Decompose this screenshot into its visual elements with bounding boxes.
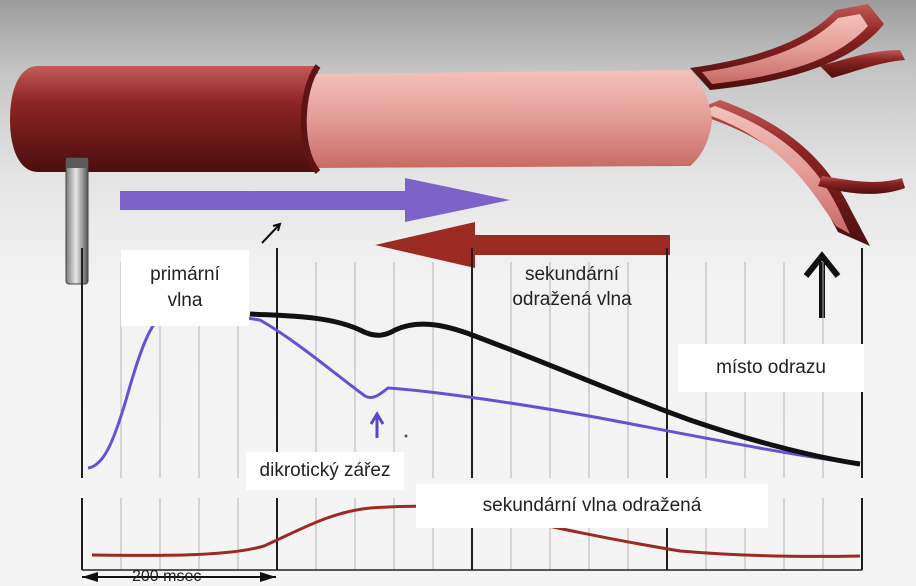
time-scale-label: 200 msec — [132, 568, 201, 586]
artery-main-trunk-light — [304, 70, 712, 168]
reflection-site-label: místo odrazu — [678, 344, 864, 392]
secondary-reflected-wave-label-line1: sekundární — [492, 263, 652, 288]
primary-wave-label-line1: primární — [150, 262, 220, 288]
reflected-wave-arrow — [375, 222, 670, 268]
primary-wave-label: primární vlna — [121, 250, 249, 326]
reflection-site-arrow — [806, 256, 838, 318]
secondary-reflected-wave-label: sekundární odražená vlna — [492, 263, 652, 312]
secondary-reflected-wave-label-line2: odražená vlna — [492, 288, 652, 313]
probe-cap — [66, 158, 88, 168]
notch-marker-dot — [405, 435, 408, 438]
primary-wave-arrow — [120, 178, 510, 222]
notch-pointer-arrow — [371, 414, 383, 438]
probe-body — [66, 158, 88, 284]
pressure-probe — [66, 158, 88, 284]
secondary-wave-reflected-label: sekundární vlna odražená — [416, 484, 768, 528]
primary-wave-label-line2: vlna — [168, 288, 203, 314]
wave-pointer-arrow — [262, 224, 280, 243]
artery-branch-lower-inner — [700, 106, 850, 234]
dicrotic-notch-label: dikrotický zářez — [246, 452, 404, 490]
artery-main-trunk-dark — [10, 66, 318, 172]
